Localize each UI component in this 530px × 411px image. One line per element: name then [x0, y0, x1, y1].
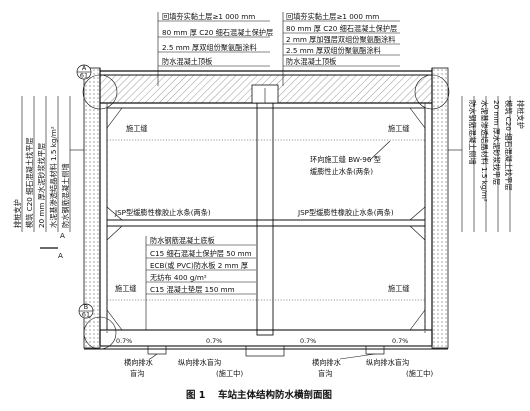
roof-left-layer-2: 80 mm 厚 C20 细石混凝土保护层 — [162, 28, 273, 37]
roof-layers-left: 回填夯实黏土层≥1 000 mm 80 mm 厚 C20 细石混凝土保护层 2.… — [157, 12, 273, 86]
left-wall-layer-5: 防水钢筋混凝土侧墙 — [61, 163, 70, 228]
section-a-label: A — [60, 231, 65, 240]
detail-circle-b: B 61 — [78, 303, 117, 350]
jsp-label-left: JSP型缓膨性橡胶止水条(两条) — [114, 208, 211, 217]
joint-labels: 施工缝 施工缝 施工缝 施工缝 环向施工缝 BW-96 型 缓膨性止水条(两条)… — [114, 124, 410, 293]
detail-a-number: 61 — [80, 72, 88, 80]
roof-right-layer-5: 防水混凝土顶板 — [286, 57, 336, 66]
detail-b-number: 61 — [82, 311, 90, 319]
right-wall-layer-5: 排桩支护 — [516, 100, 525, 129]
right-wall-layer-4: 模筑 C20 细石混凝土找平层 — [504, 100, 513, 191]
detail-circle-a: A 61 — [76, 64, 450, 110]
roof-right-layer-2: 80 mm 厚 C20 细石混凝土保护层 — [286, 24, 397, 33]
drain-v-right: 纵向排水盲沟 — [366, 358, 409, 367]
jsp-label-right: JSP型缓膨性橡胶止水条(两条) — [297, 208, 394, 217]
figure-caption: 图 1 车站主体结构防水横剖面图 — [186, 389, 332, 401]
slope-2: 0.7% — [206, 337, 222, 345]
drain-labels: 横向排水 盲沟 纵向排水盲沟 (施工中) 横向排水 盲沟 纵向排水盲沟 (施工中… — [124, 353, 433, 378]
construct-right: (施工中) — [406, 369, 433, 378]
slope-labels: 0.7% 0.7% 0.7% 0.7% — [116, 337, 408, 345]
joint-bottom-right: 施工缝 — [388, 284, 410, 293]
bottom-layer-4: 无纺布 400 g/m² — [150, 273, 207, 282]
slope-1: 0.7% — [116, 337, 132, 345]
right-wall-layer-2: 水泥基渗透结晶材料 1.5 kg/m² — [480, 100, 489, 202]
right-wall-layer-3: 20 mm 厚水泥砂浆找平层 — [492, 100, 501, 185]
joint-bottom-left: 施工缝 — [115, 284, 137, 293]
bottom-layer-3: ECB(或 PVC)防水板 2 mm 厚 — [150, 261, 248, 270]
right-wall-layer-1: 防水钢筋混凝土侧墙 — [468, 100, 477, 165]
figure-title: 车站主体结构防水横剖面图 — [218, 389, 332, 401]
left-wall-layer-3: 20 mm 厚水泥砂浆找平层 — [37, 143, 46, 228]
roof-left-layer-1: 回填夯实黏土层≥1 000 mm — [162, 12, 255, 21]
ring-joint-line-2: 缓膨性止水条(两条) — [310, 167, 373, 176]
bottom-slab — [84, 329, 448, 357]
joint-top-right: 施工缝 — [388, 124, 410, 133]
slope-4: 0.7% — [392, 337, 408, 345]
section-mark-a: A A — [40, 231, 65, 260]
drain-h-right-1: 横向排水 — [312, 358, 341, 367]
bottom-layer-1: 防水钢筋混凝土底板 — [150, 236, 215, 245]
roof-left-layer-3: 2.5 mm 厚双组份聚氨酯涂料 — [162, 43, 257, 52]
section-a-bottom-label: A — [58, 251, 63, 260]
right-wall-layers: 防水钢筋混凝土侧墙 水泥基渗透结晶材料 1.5 kg/m² 20 mm 厚水泥砂… — [448, 96, 525, 232]
drain-h-left-2: 盲沟 — [130, 369, 144, 378]
roof-right-layer-1: 回填夯实黏土层≥1 000 mm — [286, 12, 379, 21]
side-walls — [83, 67, 449, 349]
inner-structure — [106, 84, 426, 336]
slope-3: 0.7% — [300, 337, 316, 345]
bottom-layer-2: C15 细石混凝土保护层 50 mm — [150, 249, 252, 258]
roof-layers-right: 回填夯实黏土层≥1 000 mm 80 mm 厚 C20 细石混凝土保护层 2 … — [282, 12, 400, 86]
drain-h-left-1: 横向排水 — [124, 358, 153, 367]
construct-left: (施工中) — [216, 369, 243, 378]
bottom-layer-5: C15 混凝土垫层 150 mm — [150, 285, 235, 294]
detail-a-letter: A — [82, 64, 87, 72]
left-wall-layers: 排桩支护 模筑 C20 细石混凝土找平层 20 mm 厚水泥砂浆找平层 水泥基渗… — [13, 96, 84, 232]
roof-left-layer-4: 防水混凝土顶板 — [162, 57, 212, 66]
detail-b-letter: B — [84, 303, 88, 311]
left-wall-layer-1: 排桩支护 — [13, 199, 22, 228]
left-wall-layer-2: 模筑 C20 细石混凝土找平层 — [25, 137, 34, 228]
left-wall-layer-4: 水泥基渗透结晶材料 1.5 kg/m² — [49, 126, 58, 228]
drain-h-right-2: 盲沟 — [318, 369, 332, 378]
ring-joint-line-1: 环向施工缝 BW-96 型 — [310, 155, 381, 164]
bottom-layers: 防水钢筋混凝土底板 C15 细石混凝土保护层 50 mm ECB(或 PVC)防… — [145, 236, 256, 330]
drain-v-left: 纵向排水盲沟 — [178, 358, 221, 367]
roof-right-layer-4: 2.5 mm 厚双组份聚氨酯涂料 — [286, 46, 381, 55]
joint-top-left: 施工缝 — [126, 124, 148, 133]
figure-number: 图 1 — [186, 390, 205, 401]
roof-right-layer-3: 2 mm 厚加强层双组份聚氨酯涂料 — [286, 35, 395, 44]
